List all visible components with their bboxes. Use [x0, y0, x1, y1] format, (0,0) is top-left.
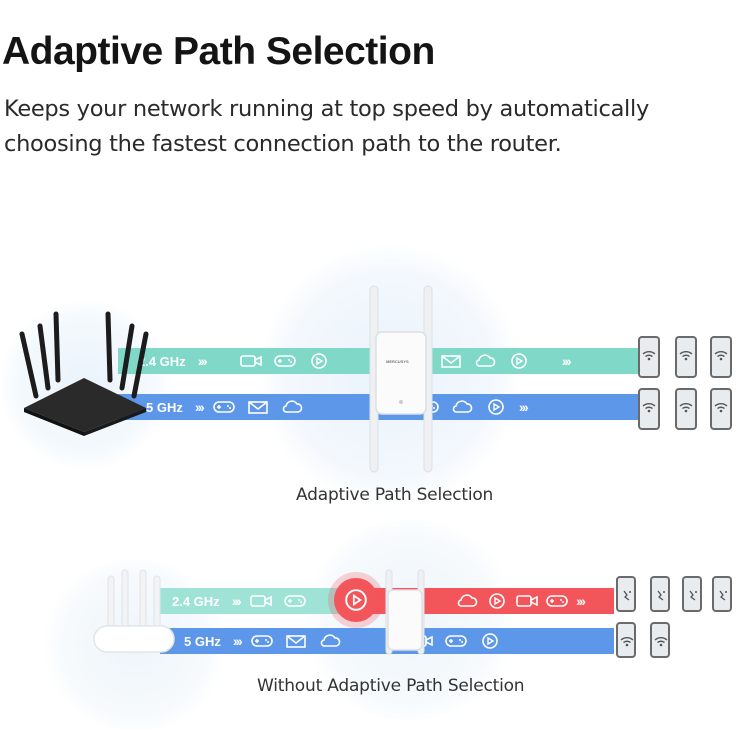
- congestion-marker: [334, 578, 378, 622]
- cloud-icon: [456, 593, 478, 609]
- chevrons: ›››: [197, 353, 208, 369]
- mail-icon: [285, 633, 307, 649]
- phone-no-signal-icon: [616, 576, 636, 612]
- wifi-icon: [642, 351, 656, 361]
- phone-no-signal-icon: [650, 576, 670, 612]
- phone-icon: [675, 336, 697, 378]
- wifi-icon: [679, 403, 693, 413]
- extender-logo: MERCUSYS: [386, 359, 409, 364]
- band-24ghz-label: 2.4 GHz: [138, 353, 186, 369]
- gamepad-icon: [273, 353, 296, 369]
- cloud-icon: [451, 399, 473, 415]
- chevrons: ›››: [232, 633, 243, 649]
- chevrons: ›››: [518, 399, 529, 415]
- band-5ghz-label: 5 GHz: [184, 633, 221, 649]
- wifi-icon: [679, 351, 693, 361]
- gamepad-icon: [283, 593, 306, 609]
- gamepad-icon: [445, 633, 467, 649]
- play-icon: [486, 593, 508, 609]
- phone-icon: [650, 622, 670, 658]
- chevrons: ›››: [194, 399, 205, 415]
- gamepad-icon: [213, 399, 235, 415]
- wifi-icon: [654, 637, 668, 647]
- cloud-icon: [319, 633, 341, 649]
- chevrons: ›››: [231, 593, 242, 609]
- phone-icon: [710, 336, 732, 378]
- wifi-icon: [714, 351, 728, 361]
- mail-icon: [247, 399, 269, 415]
- caption-adaptive: Adaptive Path Selection: [296, 485, 494, 505]
- mail-icon: [440, 353, 462, 369]
- page-subtitle: Keeps your network running at top speed …: [4, 96, 649, 157]
- play-icon: [479, 633, 501, 649]
- router-image: [92, 568, 176, 658]
- band-5ghz-label: 5 GHz: [146, 399, 183, 415]
- wifi-icon: [642, 403, 656, 413]
- play-icon: [308, 353, 330, 369]
- chevrons: ›››: [561, 353, 572, 369]
- phone-icon: [710, 388, 732, 430]
- phone-icon: [675, 388, 697, 430]
- phone-icon: [638, 336, 660, 378]
- phone-no-signal-icon: [712, 576, 732, 612]
- gamepad-icon: [546, 593, 568, 609]
- play-icon: [345, 589, 367, 611]
- chevrons: ›››: [576, 593, 586, 609]
- cloud-icon: [281, 399, 303, 415]
- phone-icon: [616, 622, 636, 658]
- range-extender-image: MERCUSYS: [362, 284, 440, 474]
- play-icon: [485, 399, 507, 415]
- page-title: Adaptive Path Selection: [2, 30, 435, 73]
- cloud-icon: [474, 353, 496, 369]
- gamepad-icon: [251, 633, 273, 649]
- wifi-icon: [714, 403, 728, 413]
- phone-no-signal-icon: [682, 576, 702, 612]
- video-icon: [249, 593, 272, 609]
- play-icon: [508, 353, 530, 369]
- band-24ghz-bottom: 2.4 GHz ›››: [160, 588, 360, 614]
- video-icon: [239, 353, 262, 369]
- caption-without-adaptive: Without Adaptive Path Selection: [257, 676, 525, 696]
- wifi-icon: [620, 637, 634, 647]
- router-image: [14, 308, 154, 438]
- band-24ghz-label: 2.4 GHz: [172, 593, 220, 609]
- video-icon: [516, 593, 538, 609]
- phone-icon: [638, 388, 660, 430]
- range-extender-image: [380, 568, 430, 658]
